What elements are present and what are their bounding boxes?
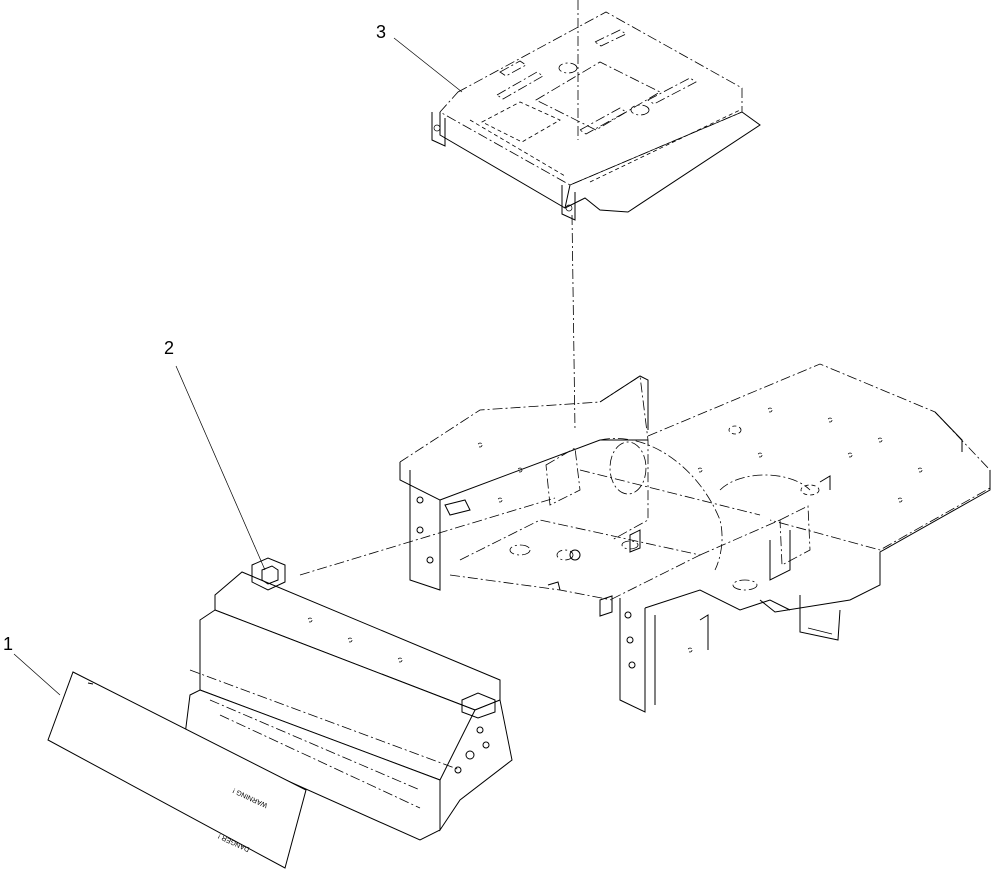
- main-frame: [399, 363, 991, 713]
- part-3-seat-plate: [431, 11, 761, 221]
- callout-1: 1: [3, 634, 61, 696]
- assembly-centerline: [571, 0, 579, 431]
- callout-2: 2: [164, 338, 266, 571]
- part-2-front-cover: [184, 557, 513, 841]
- deck-holes: [697, 407, 923, 503]
- callout-3: 3: [376, 22, 463, 93]
- callout-2-label: 2: [164, 338, 174, 358]
- assembly-line-part-2: [299, 497, 556, 576]
- callout-3-label: 3: [376, 22, 386, 42]
- callout-1-label: 1: [3, 634, 13, 654]
- part-1-decal: WARNING ! DANGER !: [47, 671, 307, 869]
